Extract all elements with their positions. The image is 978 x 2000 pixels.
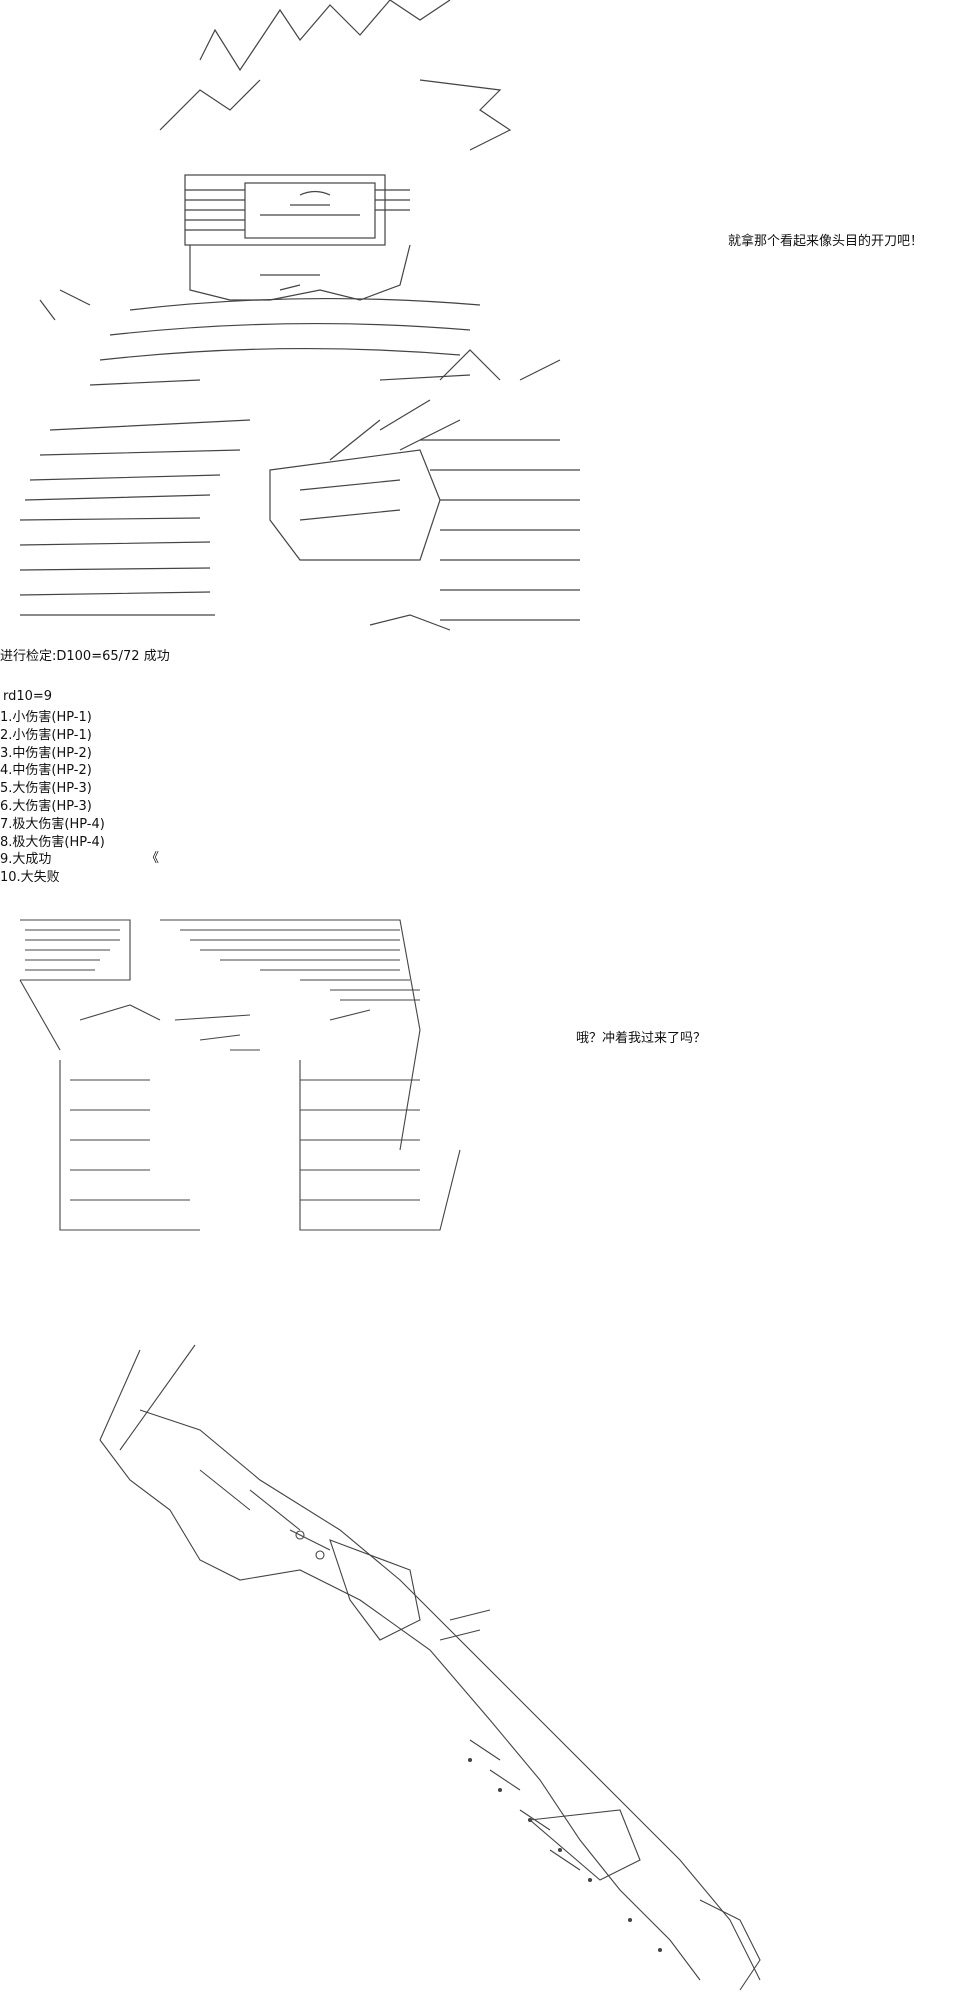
ascii-art-warrior [0,0,978,640]
list-item: 7.极大伤害(HP-4) [0,816,105,832]
ascii-art-rifle [0,1340,978,2000]
check-result: 进行检定:D100=65/72 成功 [0,649,170,664]
selection-marker: 《 [146,851,160,866]
list-item: 10.大失败 [0,870,60,886]
speech-line-2: 哦？冲着我过来了吗？ [576,1031,707,1046]
list-item: 1.小伤害(HP-1) [0,710,92,725]
roll-result: rd10=9 [3,689,53,704]
list-item: 3.中伤害(HP-2) [0,745,92,761]
list-item: 5.大伤害(HP-3) [0,781,92,797]
speech-line-1: 就拿那个看起来像头目的开刀吧！ [728,234,924,249]
list-item: 9.大成功 [0,852,52,868]
ascii-art-girl [0,910,978,1250]
list-item: 8.极大伤害(HP-4) [0,834,105,850]
outcome-list: 1.小伤害(HP-1) 2.小伤害(HP-1) 3.中伤害(HP-2) 4.中伤… [0,709,105,887]
list-item: 6.大伤害(HP-3) [0,798,92,814]
list-item: 2.小伤害(HP-1) [0,727,92,743]
list-item: 4.中伤害(HP-2) [0,763,92,779]
